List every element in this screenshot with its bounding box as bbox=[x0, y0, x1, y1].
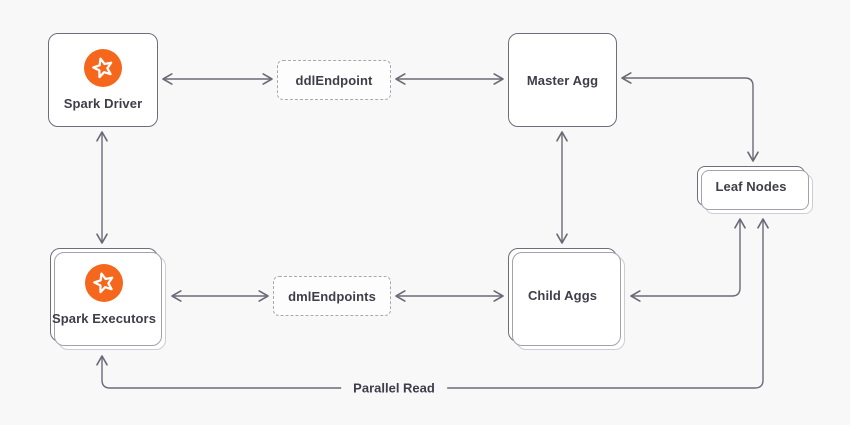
edge-label-parallel-read: Parallel Read bbox=[341, 378, 447, 398]
node-label-ddl-endpoint: ddlEndpoint bbox=[295, 72, 373, 88]
node-dml-endpoints: dmlEndpoints bbox=[273, 276, 391, 316]
node-child-aggs: Child Aggs bbox=[508, 248, 617, 342]
connector-parallel-read bbox=[96, 218, 769, 389]
node-label-dml-endpoints: dmlEndpoints bbox=[288, 288, 376, 304]
node-label-leaf-nodes: Leaf Nodes bbox=[715, 178, 787, 194]
connector-child-aggs-leaf-nodes bbox=[630, 218, 746, 302]
node-label-spark-driver: Spark Driver bbox=[63, 96, 143, 111]
node-leaf-nodes: Leaf Nodes bbox=[697, 166, 805, 206]
singlestore-star-icon bbox=[85, 264, 123, 302]
node-label-master-agg: Master Agg bbox=[526, 72, 599, 88]
node-label-spark-executors: Spark Executors bbox=[51, 311, 157, 326]
node-master-agg: Master Agg bbox=[508, 33, 617, 127]
singlestore-star-icon bbox=[84, 49, 122, 87]
node-spark-executors: Spark Executors bbox=[50, 248, 158, 342]
connector-master-agg-leaf-nodes bbox=[621, 72, 759, 162]
node-spark-driver: Spark Driver bbox=[48, 33, 158, 127]
node-label-child-aggs: Child Aggs bbox=[527, 287, 598, 303]
node-ddl-endpoint: ddlEndpoint bbox=[277, 60, 391, 100]
